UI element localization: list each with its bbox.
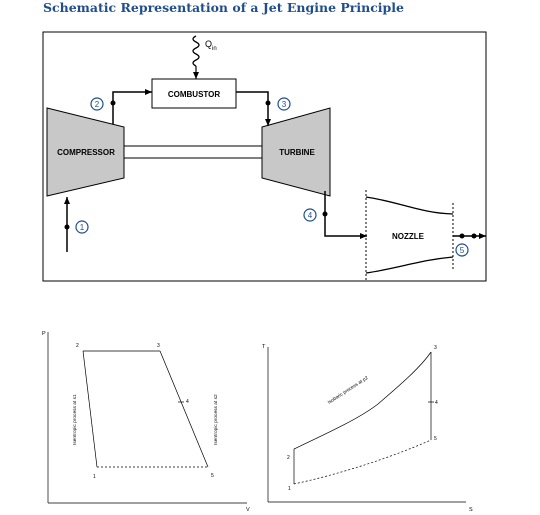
station-marker-5: 5 xyxy=(455,243,469,257)
station-dot xyxy=(459,233,465,239)
schematic-frame xyxy=(42,31,487,282)
pv-point-3: 3 xyxy=(157,343,160,349)
turbine-label: TURBINE xyxy=(279,148,315,157)
ts-point-4: 4 xyxy=(435,400,438,406)
station-marker-1: 1 xyxy=(75,220,89,234)
nozzle-lower-wall xyxy=(365,256,454,274)
station-dot xyxy=(322,211,328,217)
station-dot xyxy=(64,224,70,230)
pv-point-2: 2 xyxy=(76,343,79,349)
ts-point-2: 2 xyxy=(287,455,290,461)
svg-text:5: 5 xyxy=(460,246,465,255)
heat-input-label: Qin xyxy=(205,39,217,52)
station-dot xyxy=(110,100,116,106)
ts-y-axis-label: T xyxy=(262,344,266,350)
station-marker-2: 2 xyxy=(90,97,104,111)
pv-diagram: P V 2 3 4 1 5 Isentropic process at s1 I… xyxy=(42,331,250,513)
compressor-shape xyxy=(46,107,125,197)
ts-point-5: 5 xyxy=(434,436,437,442)
turbine-shape xyxy=(261,107,331,197)
ts-point-3: 3 xyxy=(434,345,437,351)
combustor-box xyxy=(151,78,237,109)
svg-text:1: 1 xyxy=(80,223,85,232)
pv-point-5: 5 xyxy=(211,473,214,479)
ts-isobaric-curve xyxy=(293,351,432,450)
station-dot xyxy=(265,100,271,106)
heat-input-icon xyxy=(192,35,200,67)
pv-y-axis-label: P xyxy=(42,331,46,337)
pv-right-process-label: Isentropic process at s2 xyxy=(213,394,219,445)
pv-point-1: 1 xyxy=(93,474,96,480)
ts-diagram: T S 2 1 3 4 5 Isobaric process at p2 xyxy=(262,344,473,513)
svg-text:2: 2 xyxy=(95,100,100,109)
station-marker-4: 4 xyxy=(303,208,317,222)
nozzle-upper-wall xyxy=(365,196,454,215)
page-title: Schematic Representation of a Jet Engine… xyxy=(43,0,404,15)
station-dot xyxy=(471,233,477,239)
ts-isobaric-label: Isobaric process at p2 xyxy=(327,375,370,406)
combustor-label: COMBUSTOR xyxy=(168,90,221,99)
engine-schematic: Qin COMBUSTOR COMPRESSOR TURBINE NOZZLE xyxy=(42,31,487,282)
ts-exhaust-curve xyxy=(293,439,432,485)
pv-isentropic-s1-line xyxy=(82,350,98,468)
flow-line-4 xyxy=(324,191,367,239)
flow-line-2 xyxy=(112,89,152,124)
nozzle-label: NOZZLE xyxy=(392,232,425,241)
station-marker-3: 3 xyxy=(277,97,291,111)
ts-x-axis-label: S xyxy=(469,507,473,513)
ts-point-1: 1 xyxy=(288,486,291,492)
pv-left-process-label: Isentropic process at s1 xyxy=(72,394,78,445)
pv-isentropic-s2-line xyxy=(159,350,209,468)
svg-text:4: 4 xyxy=(308,211,313,220)
pv-point-4: 4 xyxy=(186,399,189,405)
compressor-label: COMPRESSOR xyxy=(57,148,115,157)
svg-text:3: 3 xyxy=(282,100,287,109)
pv-x-axis-label: V xyxy=(246,507,250,513)
flow-line-3 xyxy=(236,91,271,126)
